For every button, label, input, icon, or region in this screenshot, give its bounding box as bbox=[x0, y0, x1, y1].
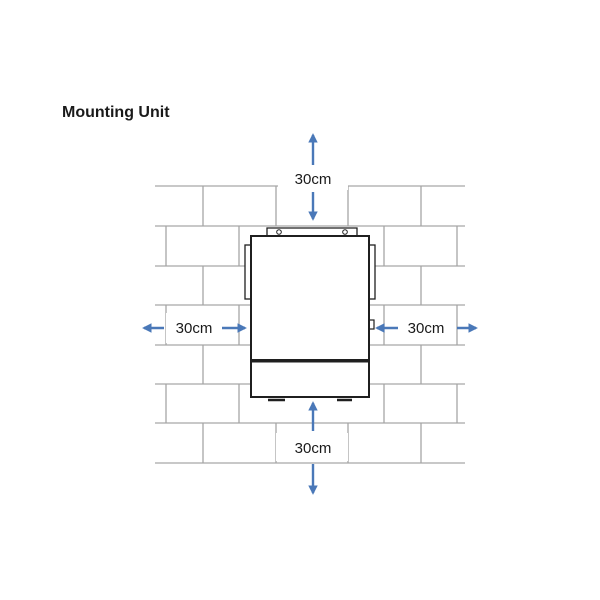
right-clearance-label: 30cm bbox=[408, 320, 445, 337]
mounting-hole-right bbox=[342, 229, 348, 235]
page-title: Mounting Unit bbox=[62, 104, 170, 121]
bottom-clearance-label: 30cm bbox=[295, 440, 332, 457]
mounting-hole-left bbox=[276, 229, 282, 235]
unit-base bbox=[250, 360, 370, 398]
left-clearance-label: 30cm bbox=[176, 320, 213, 337]
clearance-arrows bbox=[142, 133, 478, 495]
mounting-bracket bbox=[266, 227, 358, 236]
top-clearance-label: 30cm bbox=[295, 171, 332, 188]
bottom-label-bg bbox=[276, 433, 348, 461]
inverter-unit bbox=[244, 227, 376, 402]
top-label-bg bbox=[278, 168, 348, 190]
unit-body bbox=[250, 235, 370, 361]
